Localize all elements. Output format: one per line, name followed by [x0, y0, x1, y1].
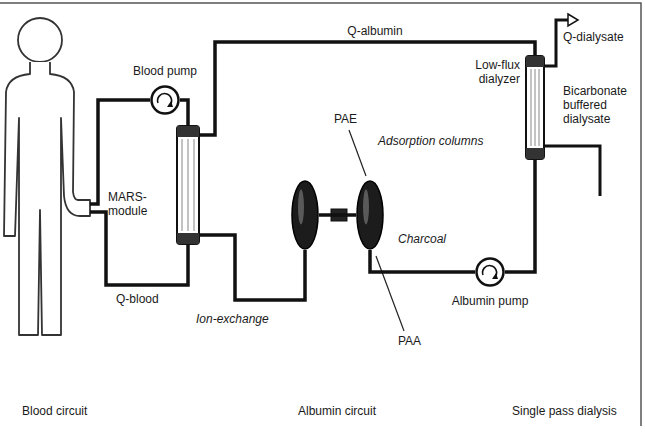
col-node: Charcoal [356, 180, 384, 250]
annotation-label: Albumin circuit [298, 404, 428, 418]
albumin-line [200, 235, 305, 300]
pump-node: Albumin pump [475, 257, 505, 287]
col-node: Ion-exchange [291, 180, 319, 250]
fiber-line [535, 69, 536, 146]
cartridge-body [526, 56, 544, 159]
adsorption-column [292, 181, 318, 249]
annotation-label: Q-blood [116, 292, 186, 306]
column-highlight [298, 190, 304, 225]
component-label: Charcoal [398, 232, 478, 246]
blood-line [90, 100, 150, 204]
albumin-line [180, 100, 188, 125]
fiber-line [182, 139, 183, 231]
node-shape [291, 180, 319, 250]
component-label: Albumin pump [445, 294, 535, 308]
node-shape [356, 180, 384, 250]
cartridge-cap [177, 233, 199, 244]
leader-line [349, 130, 366, 176]
node-shape [176, 125, 200, 245]
pump-arrowhead [492, 273, 498, 279]
fiber-line [194, 139, 195, 231]
fiber-line [188, 139, 189, 231]
pump-arrow [483, 266, 497, 277]
adsorption-column [357, 181, 383, 249]
annotation-label: Single pass dialysis [512, 404, 637, 418]
pump-symbol [152, 87, 179, 114]
blood-line [90, 212, 188, 285]
cartridge-cap [526, 148, 544, 159]
component-label: Ion-exchange [196, 312, 286, 326]
node-shape [525, 55, 545, 160]
node-shape [150, 85, 180, 115]
albumin-line [319, 213, 356, 217]
pump-node: Blood pump [150, 85, 180, 115]
component-label: Low-flux dialyzer [462, 58, 520, 86]
cyl-node: MARS- module [176, 125, 200, 245]
column-highlight [363, 190, 369, 225]
annotation-label: Q-dialysate [563, 30, 639, 44]
component-label: MARS- module [108, 190, 168, 218]
annotation-label: Blood circuit [22, 404, 142, 418]
cartridge-cap [526, 56, 544, 67]
patient-head [18, 18, 62, 62]
node-shape [475, 257, 505, 287]
albumin-line [505, 160, 535, 272]
annotation-label: PAA [398, 334, 438, 348]
patient-body [4, 62, 90, 335]
flow-label: Q-albumin [345, 24, 404, 38]
pump-arrowhead [167, 101, 173, 107]
component-label: Blood pump [125, 64, 205, 78]
frame-line [0, 3, 641, 426]
annotation-label: Bicarbonate buffered dialysate [563, 84, 639, 126]
annotation-label: Adsorption columns [378, 134, 508, 148]
outlet-arrowhead [568, 14, 578, 26]
cartridge-body [177, 126, 199, 244]
fiber-line [531, 69, 532, 146]
cartridge-cap [177, 126, 199, 137]
albumin-line [370, 250, 475, 272]
albumin-line [200, 42, 535, 135]
pump-symbol [477, 259, 504, 286]
dialysate-inlet [545, 146, 600, 196]
leader-line [376, 256, 404, 331]
pump-arrow [158, 94, 172, 105]
cyl-node: Low-flux dialyzer [525, 55, 545, 160]
annotation-label: PAE [334, 112, 374, 126]
fiber-line [539, 69, 540, 146]
